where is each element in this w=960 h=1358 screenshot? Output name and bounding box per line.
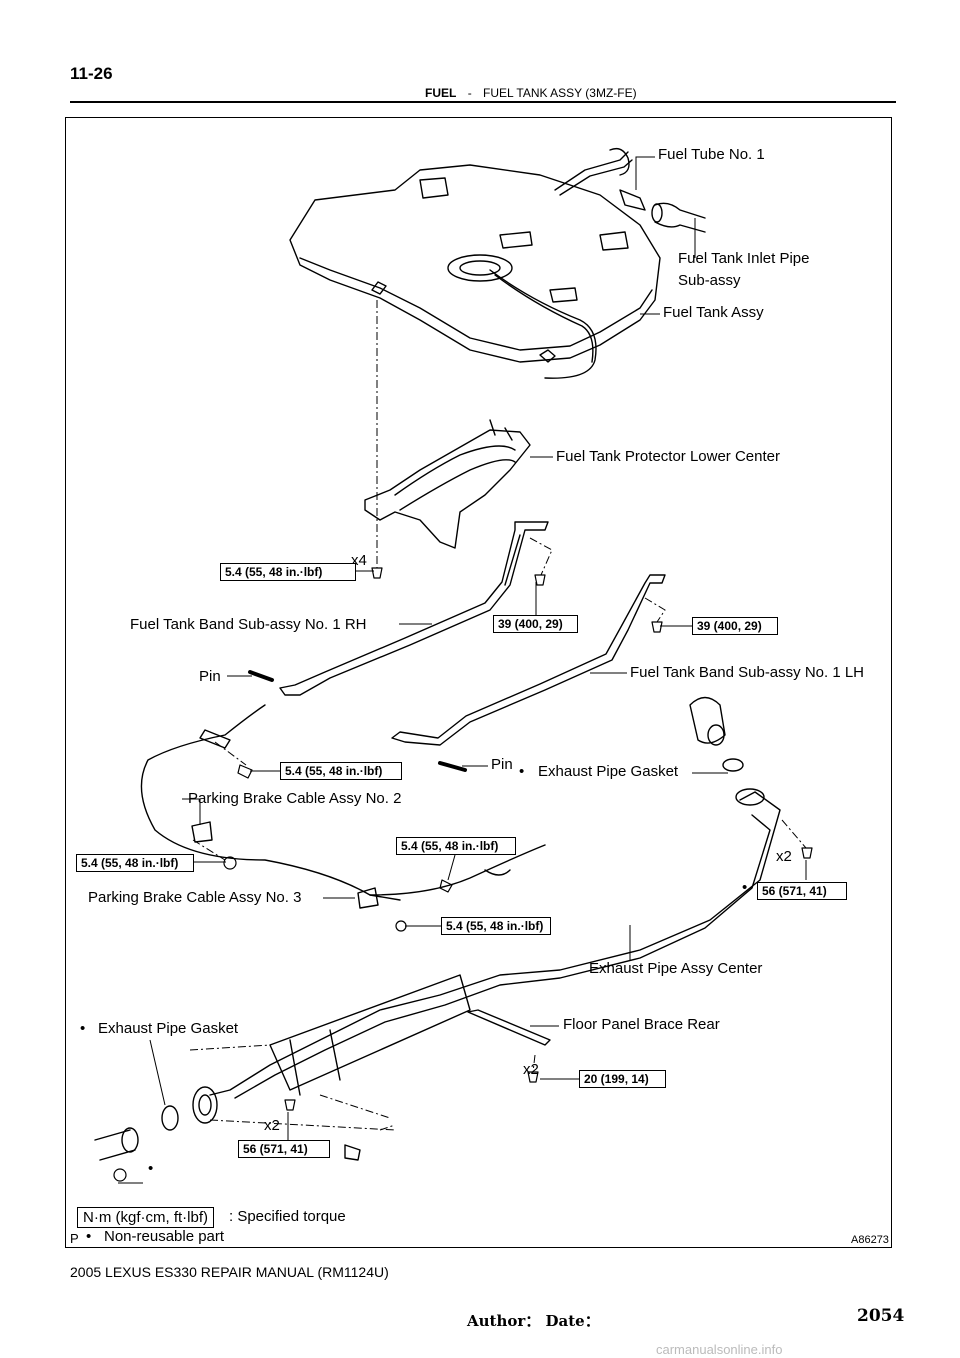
nonreusable-bullet: • <box>86 1228 92 1245</box>
torque-spec-protector: 5.4 (55, 48 in.·lbf) <box>220 563 356 581</box>
torque-spec-cable3: 5.4 (55, 48 in.·lbf) <box>441 917 551 935</box>
subsection-name: FUEL TANK ASSY (3MZ-FE) <box>483 86 637 100</box>
label-parking-cable-2: Parking Brake Cable Assy No. 2 <box>188 790 402 807</box>
fuel-tank-protector-drawing <box>364 419 531 549</box>
torque-spec-exhaust-right: 56 (571, 41) <box>757 882 847 900</box>
torque-spec-exhaust-left: 56 (571, 41) <box>238 1140 330 1158</box>
watermark: carmanualsonline.info <box>656 1342 783 1357</box>
label-x2-left: x2 <box>264 1117 280 1134</box>
torque-spec-band-rh: 39 (400, 29) <box>493 615 578 633</box>
torque-spec-band-lh: 39 (400, 29) <box>692 617 778 635</box>
label-fuel-tube-no1: Fuel Tube No. 1 <box>658 146 765 163</box>
label-fuel-tank-inlet-pipe-line2: Sub-assy <box>678 272 741 289</box>
torque-spec-cable2: 5.4 (55, 48 in.·lbf) <box>280 762 402 780</box>
floor-panel-brace-drawing <box>467 1009 551 1046</box>
torque-spec-mid-bolt: 5.4 (55, 48 in.·lbf) <box>396 837 516 855</box>
figure-id: A86273 <box>851 1234 889 1246</box>
manual-title: 2005 LEXUS ES330 REPAIR MANUAL (RM1124U) <box>70 1264 389 1280</box>
exhaust-gasket-right-drawing <box>722 758 744 772</box>
label-exhaust-gasket-left: Exhaust Pipe Gasket <box>98 1020 239 1037</box>
figure-frame <box>65 117 892 1248</box>
bolts <box>113 567 813 1182</box>
section-separator: - <box>467 86 472 100</box>
nonreusable-bullet: • <box>148 1160 154 1177</box>
label-fuel-tank-protector: Fuel Tank Protector Lower Center <box>556 448 780 465</box>
page-code: 11-26 <box>70 64 113 83</box>
label-fuel-tank-assy: Fuel Tank Assy <box>663 304 764 321</box>
torque-spec-left-bolt: 5.4 (55, 48 in.·lbf) <box>76 854 194 872</box>
label-pin-lower: Pin <box>491 756 513 773</box>
label-fuel-tank-inlet-pipe-line1: Fuel Tank Inlet Pipe <box>678 250 810 267</box>
label-band-lh: Fuel Tank Band Sub-assy No. 1 LH <box>630 664 865 681</box>
label-x2-brace: x2 <box>523 1061 539 1078</box>
fuel-tube-drawing <box>619 189 706 233</box>
label-x2-right: x2 <box>776 848 792 865</box>
header-rule <box>70 101 896 103</box>
section-header: FUEL - FUEL TANK ASSY (3MZ-FE) <box>425 86 637 100</box>
label-parking-cable-3: Parking Brake Cable Assy No. 3 <box>88 889 302 906</box>
label-floor-panel-brace: Floor Panel Brace Rear <box>563 1016 720 1033</box>
pin-lower-drawing <box>438 761 467 772</box>
legend-unit-box: N·m (kgf·cm, ft·lbf) <box>77 1207 214 1228</box>
mount-bracket-drawing <box>689 696 726 746</box>
nonreusable-bullet: • <box>80 1020 86 1037</box>
section-name: FUEL <box>425 86 457 100</box>
legend-p-mark: P <box>70 1231 79 1246</box>
nonreusable-bullet: • <box>742 879 748 896</box>
torque-spec-brace: 20 (199, 14) <box>579 1070 666 1088</box>
label-exhaust-pipe-center: Exhaust Pipe Assy Center <box>589 960 763 977</box>
nonreusable-bullet: • <box>519 763 525 780</box>
label-band-rh: Fuel Tank Band Sub-assy No. 1 RH <box>130 616 367 633</box>
label-exhaust-gasket-right: Exhaust Pipe Gasket <box>538 763 679 780</box>
pin-upper-drawing <box>248 670 274 682</box>
legend-unit-text: : Specified torque <box>229 1208 346 1225</box>
page-number: 2054 <box>857 1306 905 1326</box>
fuel-tank-drawing <box>289 147 661 379</box>
legend-nonreusable: Non-reusable part <box>104 1228 225 1245</box>
fuel-tank-band-rh-drawing <box>279 521 549 696</box>
author-date-line: Author： Date： <box>467 1312 600 1330</box>
parking-brake-cable-drawing <box>140 704 546 909</box>
exhaust-pipe-center-drawing <box>161 788 781 1131</box>
label-pin-upper: Pin <box>199 668 221 685</box>
exhaust-rear-drawing <box>94 1127 361 1161</box>
fuel-tank-band-lh-drawing <box>391 574 666 746</box>
